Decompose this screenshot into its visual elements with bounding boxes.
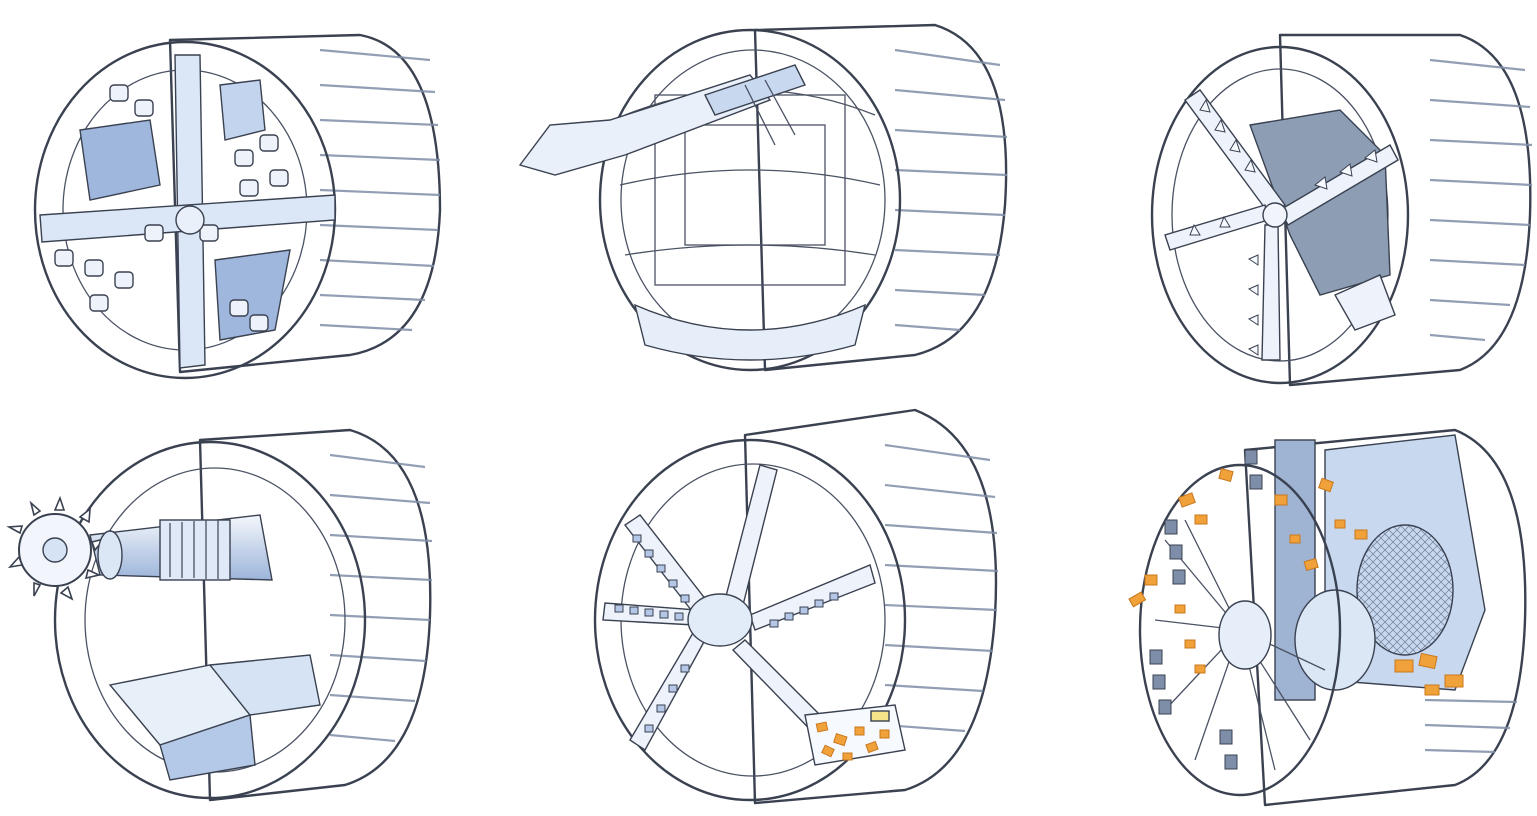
tbm-boom-cutter	[6, 415, 440, 810]
tbm-disc-cutterhead	[20, 10, 450, 390]
tbm-cutaway-spoil	[1125, 410, 1535, 810]
rotary-cutter-head	[6, 495, 107, 601]
tbm-spoked-cutterhead	[1140, 15, 1535, 395]
tbm-open-shield-arm	[515, 5, 1015, 385]
tbm-spoked-wheel-muck	[585, 405, 1005, 810]
